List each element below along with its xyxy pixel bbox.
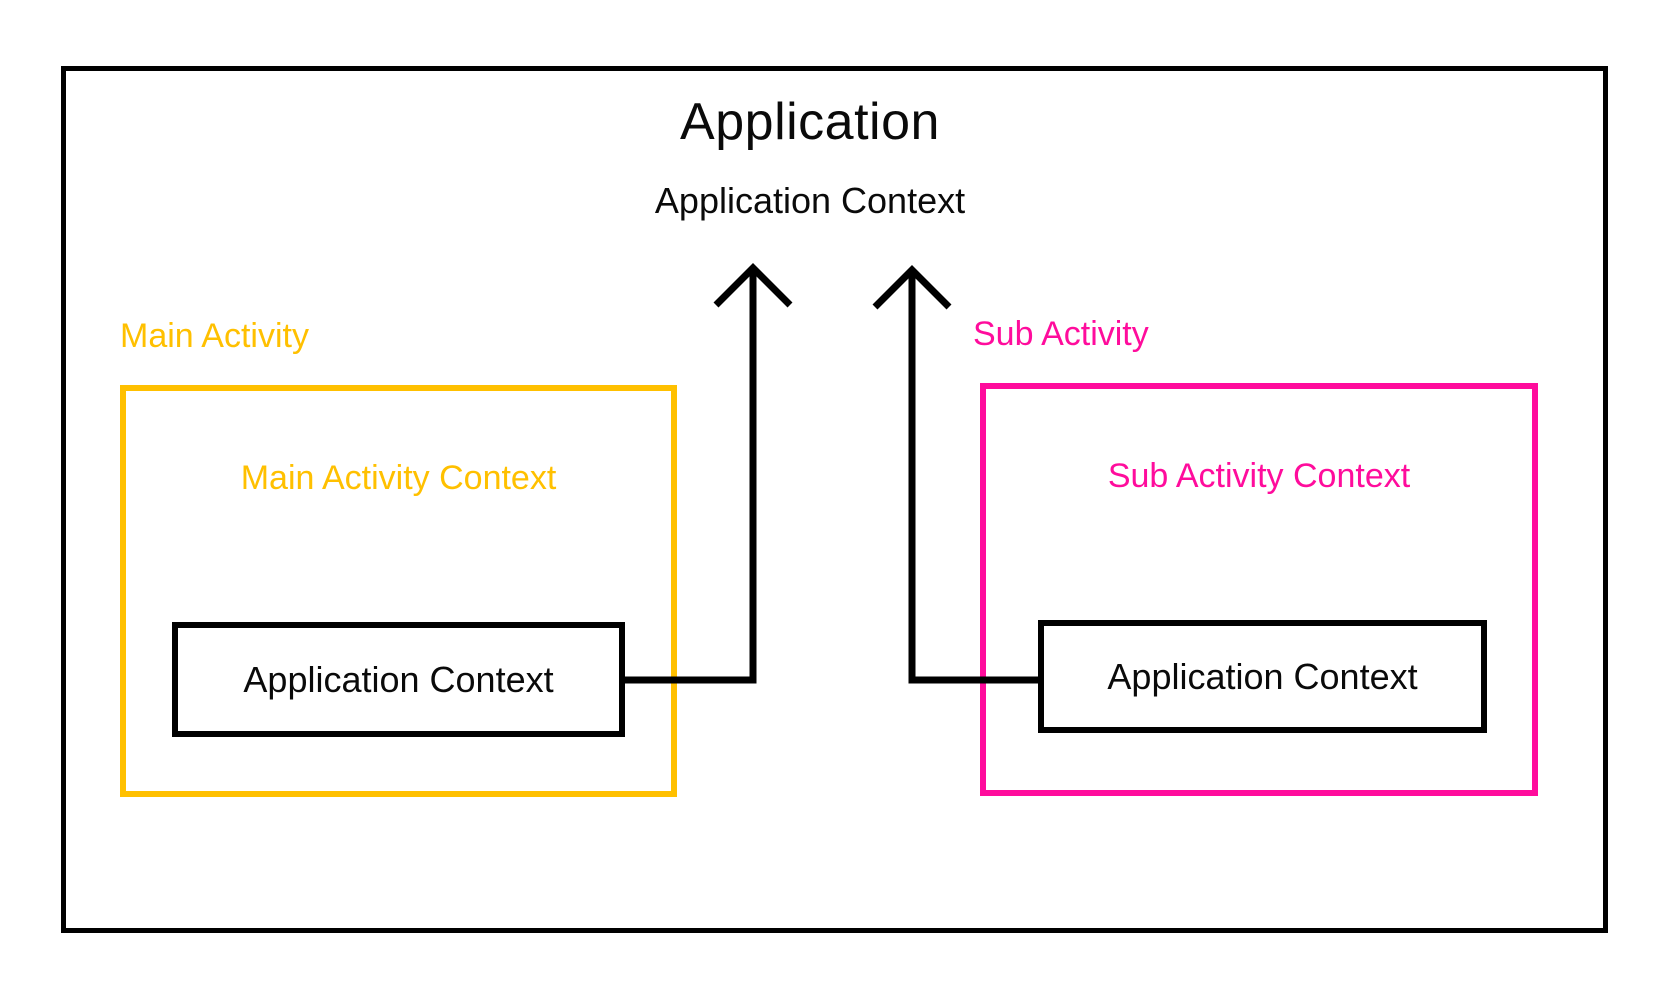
sub-activity-context-label: Sub Activity Context	[1107, 457, 1411, 495]
sub-activity-label: Sub Activity	[973, 315, 1149, 353]
main-activity-context-label: Main Activity Context	[240, 459, 557, 497]
main-activity-label: Main Activity	[120, 317, 309, 355]
application-context-label: Application Context	[654, 180, 966, 221]
application-title: Application	[680, 93, 940, 151]
main-application-context-label: Application Context	[243, 658, 554, 700]
application-boundary-box	[61, 66, 1608, 933]
sub-application-context-label: Application Context	[1107, 655, 1418, 697]
main-application-context-box: Application Context	[172, 622, 625, 737]
sub-activity-box: Sub Activity Context	[980, 383, 1538, 796]
sub-application-context-box: Application Context	[1038, 620, 1487, 733]
